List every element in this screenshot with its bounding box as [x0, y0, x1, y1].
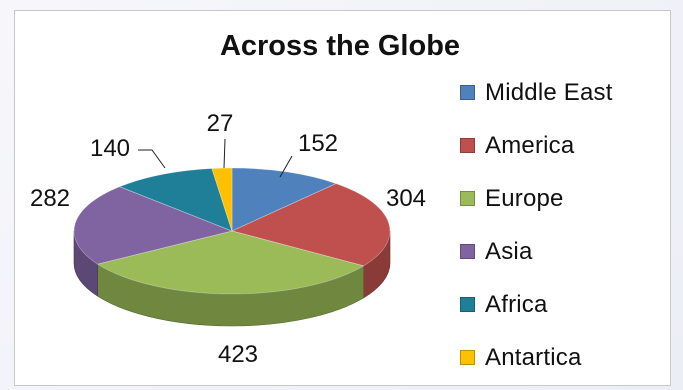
legend-label: Middle East — [485, 78, 613, 106]
leader-line-middle-east — [279, 155, 293, 178]
data-label-america: 304 — [386, 185, 426, 212]
pie-slice-antartica — [211, 167, 233, 232]
legend-label: America — [485, 131, 575, 159]
data-label-antartica: 27 — [207, 110, 234, 137]
leader-line-africa — [138, 149, 166, 169]
legend-swatch — [460, 244, 475, 259]
legend-swatch — [460, 297, 475, 312]
legend-label: Africa — [485, 290, 548, 318]
legend-item-america: America — [460, 119, 670, 172]
pie-slice-africa — [118, 168, 233, 232]
pie-slice-europe — [96, 230, 365, 295]
data-label-asia: 282 — [30, 185, 70, 212]
legend-item-europe: Europe — [460, 172, 670, 225]
legend-item-africa: Africa — [460, 278, 670, 331]
leader-line-antartica — [223, 138, 226, 169]
legend-label: Europe — [485, 184, 564, 212]
chart-title: Across the Globe — [219, 30, 461, 62]
legend-swatch — [460, 350, 475, 365]
pie-slice-asia — [73, 186, 234, 265]
legend-swatch — [460, 138, 475, 153]
data-label-africa: 140 — [90, 135, 130, 162]
pie-slice-middle-east — [231, 167, 338, 232]
pie-slice-america — [230, 183, 391, 267]
legend-swatch — [460, 85, 475, 100]
legend-item-antartica: Antartica — [460, 331, 670, 384]
data-label-europe: 423 — [218, 341, 258, 368]
data-label-middle-east: 152 — [298, 130, 338, 157]
legend-label: Asia — [485, 237, 533, 265]
legend-item-asia: Asia — [460, 225, 670, 278]
legend-label: Antartica — [485, 343, 582, 371]
legend-item-middle-east: Middle East — [460, 66, 670, 119]
legend-swatch — [460, 191, 475, 206]
